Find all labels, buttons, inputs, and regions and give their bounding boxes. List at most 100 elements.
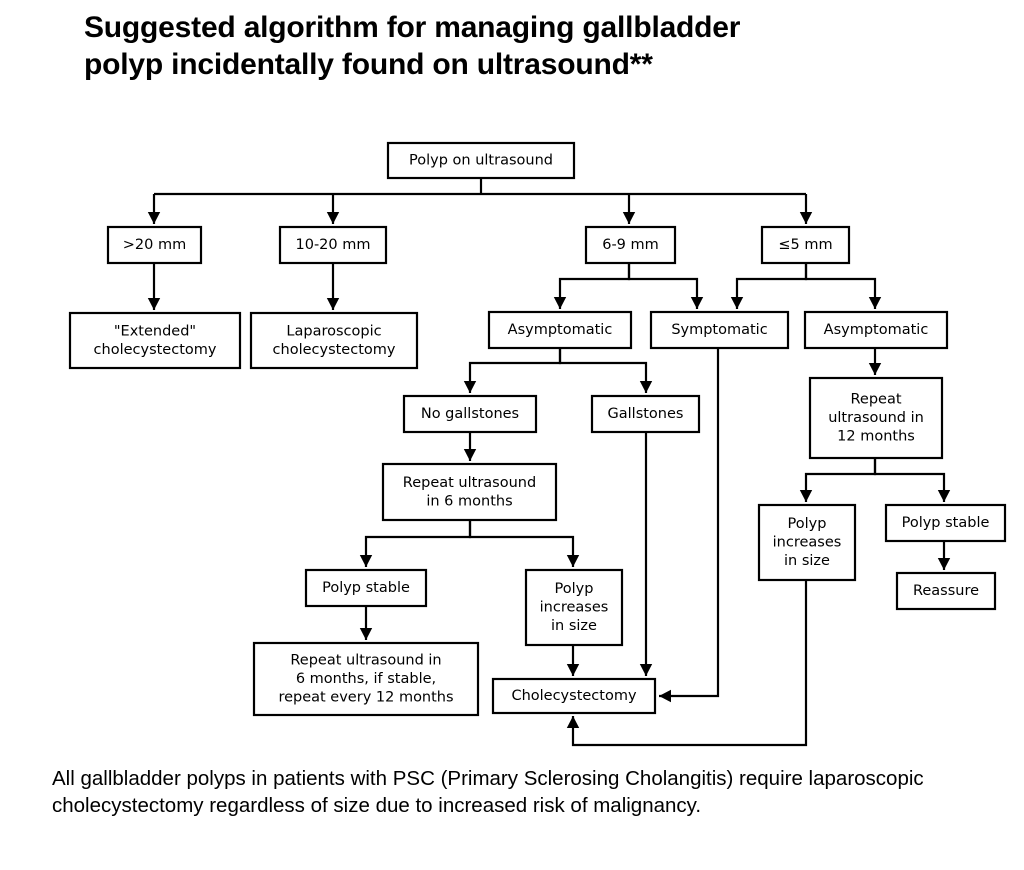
node-label: cholecystectomy	[94, 342, 217, 358]
flow-node-gt20[interactable]: >20 mm	[106, 225, 203, 265]
node-label: Symptomatic	[671, 322, 767, 338]
node-label: cholecystectomy	[273, 342, 396, 358]
arrow-head-icon	[566, 664, 580, 676]
flow-node-stones[interactable]: Gallstones	[590, 394, 701, 434]
node-box	[402, 394, 538, 434]
node-label: Repeat ultrasound	[403, 475, 536, 491]
arrow-head-icon	[147, 298, 161, 310]
flow-node-stableR[interactable]: Polyp stable	[884, 503, 1007, 543]
flow-edge	[147, 194, 161, 224]
node-box	[491, 677, 657, 715]
flow-node-m6_9[interactable]: 6-9 mm	[584, 225, 677, 265]
node-label: Polyp	[555, 581, 594, 597]
flow-node-m10_20[interactable]: 10-20 mm	[278, 225, 388, 265]
node-label: Gallstones	[608, 406, 684, 422]
flow-node-chole[interactable]: Cholecystectomy	[491, 677, 657, 715]
arrow-head-icon	[868, 363, 882, 375]
edge-line	[627, 263, 699, 309]
node-label: >20 mm	[123, 237, 186, 253]
node-label: Polyp stable	[322, 580, 410, 596]
node-label: Polyp stable	[902, 515, 990, 531]
node-box	[895, 571, 997, 611]
node-label: Polyp	[788, 516, 827, 532]
flow-node-root[interactable]: Polyp on ultrasound	[386, 141, 576, 180]
node-label: Laparoscopic	[286, 323, 381, 339]
arrow-head-icon	[566, 555, 580, 567]
node-label: Repeat ultrasound in	[290, 653, 441, 669]
edge-line	[735, 263, 808, 309]
arrow-head-icon	[147, 212, 161, 224]
node-box	[487, 310, 633, 350]
arrow-head-icon	[359, 628, 373, 640]
node-label: ≤5 mm	[778, 237, 832, 253]
footnote-text: All gallbladder polyps in patients with …	[52, 767, 924, 818]
edge-line	[364, 520, 472, 567]
flow-edge	[326, 194, 340, 224]
edge-line	[804, 458, 877, 502]
node-label: Reassure	[913, 583, 979, 599]
node-label: 6 months, if stable,	[296, 671, 436, 687]
node-label: Cholecystectomy	[511, 688, 637, 704]
arrow-head-icon	[659, 689, 671, 703]
flow-node-sympt[interactable]: Symptomatic	[649, 310, 790, 350]
node-box	[386, 141, 576, 180]
flow-node-asym69[interactable]: Asymptomatic	[487, 310, 633, 350]
node-box	[803, 310, 949, 350]
flow-node-le5[interactable]: ≤5 mm	[760, 225, 851, 265]
flow-node-nostones[interactable]: No gallstones	[402, 394, 538, 434]
node-box	[68, 311, 242, 370]
arrow-head-icon	[463, 381, 477, 393]
arrow-head-icon	[937, 558, 951, 570]
node-label: 10-20 mm	[296, 237, 371, 253]
arrow-head-icon	[553, 297, 567, 309]
flow-node-asym5[interactable]: Asymptomatic	[803, 310, 949, 350]
flow-edge	[659, 348, 720, 703]
node-label: in size	[551, 618, 597, 634]
node-layer: Polyp on ultrasound >20 mm 10-20 mm 6-9 mm ≤…	[68, 141, 1007, 717]
node-box	[249, 311, 419, 370]
flow-node-stableL[interactable]: Polyp stable	[304, 568, 428, 608]
edge-line	[873, 458, 946, 502]
arrow-head-icon	[566, 716, 580, 728]
edge-line	[558, 348, 648, 393]
flow-node-rpt6_12[interactable]: Repeat ultrasound in 6 months, if stable,…	[252, 641, 480, 717]
flow-edge	[622, 194, 636, 224]
arrow-head-icon	[690, 297, 704, 309]
node-box	[808, 376, 944, 460]
arrow-head-icon	[463, 449, 477, 461]
flow-edge	[147, 263, 161, 310]
arrow-head-icon	[799, 212, 813, 224]
node-label: Asymptomatic	[824, 322, 929, 338]
node-box	[649, 310, 790, 350]
flow-node-reassure[interactable]: Reassure	[895, 571, 997, 611]
node-box	[524, 568, 624, 647]
edge-line	[558, 263, 631, 309]
node-label: 12 months	[837, 429, 915, 445]
flow-node-lap[interactable]: Laparoscopic cholecystectomy	[249, 311, 419, 370]
flow-edge	[468, 520, 580, 567]
flow-edge	[804, 263, 882, 309]
edge-line	[804, 263, 877, 309]
flow-node-extended[interactable]: "Extended"cholecystectomy	[68, 311, 242, 370]
page-title: Suggested algorithm for managing gallbla…	[84, 11, 741, 81]
arrow-head-icon	[639, 381, 653, 393]
node-box	[584, 225, 677, 265]
flow-edge	[558, 348, 653, 393]
arrow-head-icon	[799, 490, 813, 502]
flow-edge	[463, 432, 477, 461]
edge-line	[468, 520, 575, 567]
arrow-head-icon	[359, 555, 373, 567]
flow-edge	[359, 520, 472, 567]
flow-edge	[553, 263, 631, 309]
arrow-head-icon	[639, 664, 653, 676]
flow-edge	[937, 541, 951, 570]
flow-edge	[627, 263, 704, 309]
node-label: increases	[773, 535, 842, 551]
flow-edge	[639, 432, 653, 676]
